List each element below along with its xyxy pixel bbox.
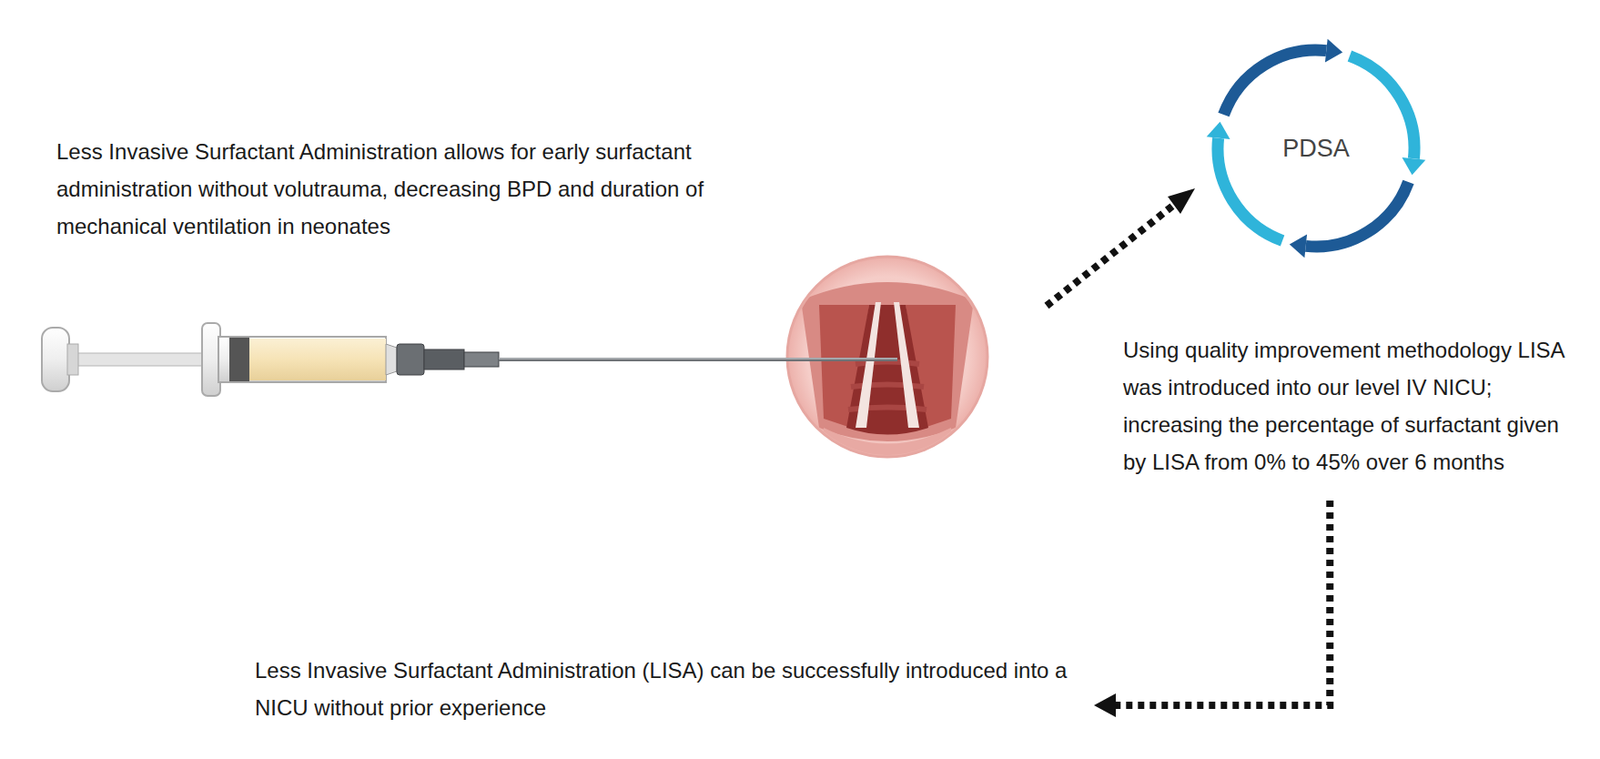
text-block: Less Invasive Surfactant Administration …: [56, 132, 776, 245]
cycle-arc: [1224, 50, 1327, 115]
dotted-arrow: [1046, 188, 1195, 306]
cycle-arrowhead: [1401, 157, 1426, 175]
cycle-arrowhead: [1289, 233, 1307, 258]
text-block: Using quality improvement methodology LI…: [1123, 331, 1583, 481]
cycle-label: PDSA: [1282, 133, 1350, 163]
statement-text: Using quality improvement methodology LI…: [1123, 331, 1583, 481]
cycle-arrowhead: [1325, 39, 1343, 63]
larynx-illustration: [498, 256, 988, 465]
dotted-connector: [1093, 500, 1330, 718]
text-block: Less Invasive Surfactant Administration …: [254, 651, 1074, 727]
cycle-arc: [1306, 182, 1409, 247]
syringe: [41, 323, 499, 396]
cycle-circle: PDSA: [1204, 36, 1428, 261]
cycle-arc: [1217, 138, 1283, 242]
cycle-arrowhead: [1206, 121, 1231, 140]
cycle-arc: [1349, 56, 1415, 160]
statement-text: Less Invasive Surfactant Administration …: [56, 132, 776, 245]
statement-text: Less Invasive Surfactant Administration …: [254, 651, 1074, 727]
